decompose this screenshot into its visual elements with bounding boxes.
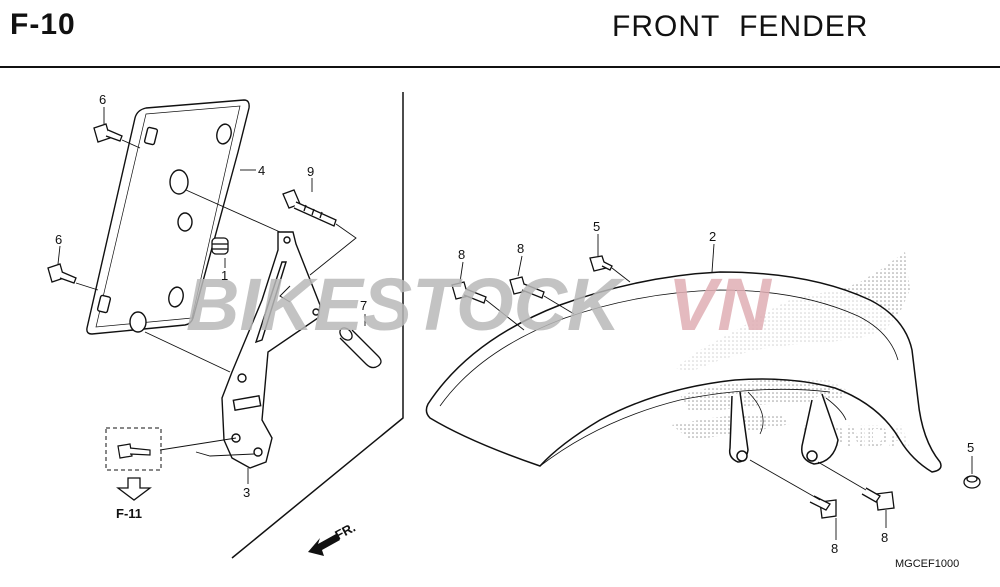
part-6-bolt-lower <box>47 263 77 284</box>
callout-8-b: 8 <box>517 241 524 256</box>
callout-4: 4 <box>258 163 265 178</box>
part-9-bolt <box>282 189 337 227</box>
callout-8-a: 8 <box>458 247 465 262</box>
leader-lines-right <box>459 234 973 540</box>
callout-2: 2 <box>709 229 716 244</box>
callout-3: 3 <box>243 485 250 500</box>
part-1-grommet <box>211 237 229 255</box>
part-3-bracket <box>221 231 321 469</box>
callout-7: 7 <box>360 298 367 313</box>
page-title: FRONT FENDER <box>612 10 869 43</box>
part-8-bolt-c <box>809 495 837 519</box>
callout-6-upper: 6 <box>99 92 106 107</box>
callout-5-top: 5 <box>593 219 600 234</box>
callout-9: 9 <box>307 164 314 179</box>
watermark-part-1: BIKESTOCK <box>186 263 625 346</box>
callout-1: 1 <box>221 268 228 283</box>
callout-6-lower: 6 <box>55 232 62 247</box>
section-divider <box>231 92 404 559</box>
drawing-code: MGCEF1000 <box>895 558 959 570</box>
front-direction-arrow-icon <box>308 534 340 556</box>
callout-8-d: 8 <box>881 530 888 545</box>
part-4-number-plate <box>86 99 250 335</box>
reference-bolt <box>117 443 151 459</box>
part-8-bolt-d <box>861 487 895 511</box>
section-code: F-10 <box>10 8 76 41</box>
watermark-part-2: VN <box>668 263 772 346</box>
bikestockvn-watermark: BIKESTOCK VN <box>186 263 772 346</box>
leader-lines-left <box>57 107 366 484</box>
callout-5-right: 5 <box>967 440 974 455</box>
part-2-front-fender <box>425 271 942 473</box>
part-5-screw-top <box>589 255 613 272</box>
part-7-collar <box>339 327 382 369</box>
part-6-bolt-upper <box>93 123 123 143</box>
part-8-bolt-b <box>509 276 545 299</box>
part-8-bolt-a <box>451 281 487 304</box>
callout-8-c: 8 <box>831 541 838 556</box>
hollow-down-arrow-icon <box>116 477 152 501</box>
part-5-screw-right <box>963 475 981 489</box>
header-divider <box>0 66 1000 68</box>
reference-f11-label: F-11 <box>116 506 142 521</box>
